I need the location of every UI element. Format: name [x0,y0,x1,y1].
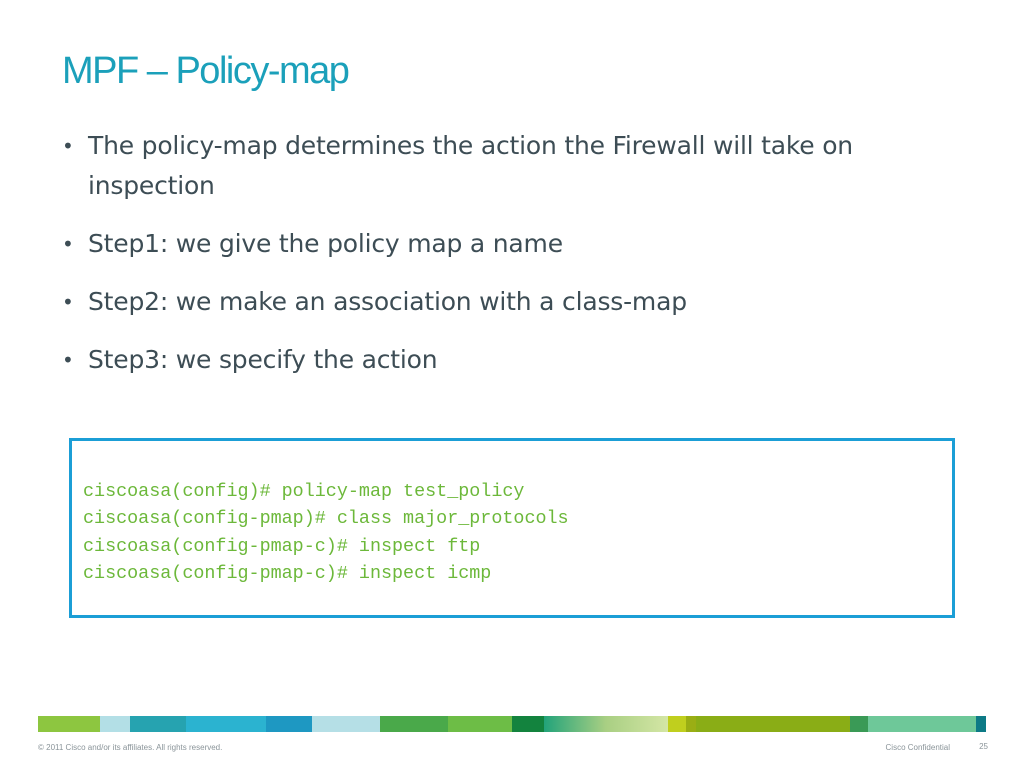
footer-bar-segment [668,716,686,732]
bullet-icon: • [62,134,74,158]
page-number: 25 [979,742,988,751]
footer-bar-segment [696,716,850,732]
bullet-item: • The policy-map determines the action t… [62,126,962,206]
footer-bar-segment [186,716,266,732]
bullet-icon: • [62,232,74,256]
footer-bar-segment [130,716,186,732]
bullet-item: • Step1: we give the policy map a name [62,224,962,264]
bullet-icon: • [62,290,74,314]
code-line: ciscoasa(config-pmap-c)# inspect icmp [83,562,492,584]
bullet-list: • The policy-map determines the action t… [62,126,962,398]
footer-bar-segment [976,716,986,732]
footer-bar-segment [266,716,312,732]
footer-bar-segment [38,716,100,732]
bullet-text: Step1: we give the policy map a name [88,229,563,258]
bullet-icon: • [62,348,74,372]
footer-bar-segment [850,716,868,732]
footer-color-bar [38,716,986,732]
bullet-text: Step3: we specify the action [88,345,438,374]
footer-bar-segment [448,716,512,732]
code-line: ciscoasa(config-pmap)# class major_proto… [83,508,569,530]
bullet-text: Step2: we make an association with a cla… [88,287,687,316]
slide-title: MPF – Policy-map [62,50,350,92]
footer-bar-segment [544,716,668,732]
code-line: ciscoasa(config-pmap-c)# inspect ftp [83,535,481,557]
footer-bar-segment [686,716,696,732]
footer-bar-segment [380,716,448,732]
footer-bar-segment [512,716,544,732]
footer-copyright: © 2011 Cisco and/or its affiliates. All … [38,743,223,752]
code-lines: ciscoasa(config)# policy-map test_policy… [83,478,569,587]
bullet-item: • Step3: we specify the action [62,340,962,380]
bullet-text: The policy-map determines the action the… [88,131,853,200]
code-line: ciscoasa(config)# policy-map test_policy [83,481,525,502]
bullet-item: • Step2: we make an association with a c… [62,282,962,322]
footer-confidential-label: Cisco Confidential [885,743,950,752]
footer-bar-segment [868,716,976,732]
footer-bar-segment [312,716,380,732]
code-example-box: ciscoasa(config)# policy-map test_policy… [69,438,955,618]
footer-bar-segment [100,716,130,732]
